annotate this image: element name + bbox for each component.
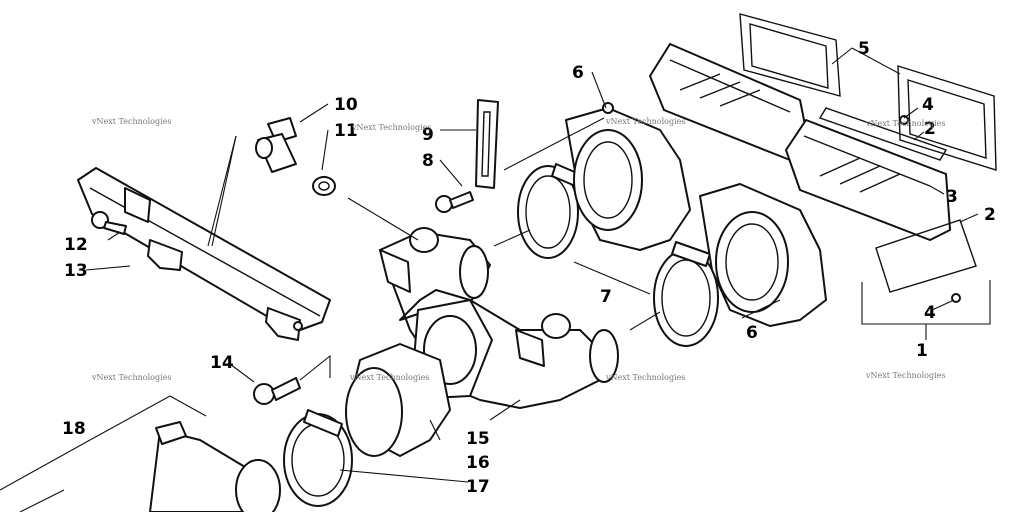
leader-lines	[0, 47, 991, 512]
callout-9: 9	[422, 125, 434, 145]
callout-18: 18	[62, 419, 86, 439]
clamp-7-lower	[653, 241, 719, 347]
callout-14: 14	[210, 353, 234, 373]
callout-17: 17	[466, 477, 490, 497]
callout-labels: 1 2 2 3 4 4 5 6 6 7 8 9 10 11 12 13 14 1…	[62, 39, 996, 497]
watermark-text: vNext Technologies	[605, 117, 685, 126]
callout-6: 6	[572, 63, 584, 83]
watermark-text: vNext Technologies	[351, 123, 431, 132]
watermark-text: vNext Technologies	[865, 371, 945, 380]
gasket-5	[739, 13, 997, 171]
watermark-text: vNext Technologies	[605, 373, 685, 382]
fuel-rail	[77, 167, 331, 341]
reed-petal-2	[818, 107, 977, 293]
callout-8: 8	[422, 151, 434, 171]
callout-3: 3	[946, 187, 958, 207]
boot-6-upper	[565, 102, 691, 251]
callout-5: 5	[858, 39, 870, 59]
boot-16	[345, 343, 451, 457]
watermark-text: vNext Technologies	[91, 373, 171, 382]
callout-10: 10	[334, 95, 358, 115]
reed-valve-upper	[649, 43, 811, 161]
bolt-8	[435, 191, 474, 213]
watermark-text: vNext Technologies	[865, 119, 945, 128]
boot-6-lower	[699, 183, 827, 327]
clamp-17	[283, 409, 353, 507]
o-ring-11	[312, 176, 336, 196]
callout-2: 2	[924, 119, 936, 139]
fuel-injector	[255, 117, 297, 173]
callout-4: 4	[924, 303, 936, 323]
bracket-9	[475, 99, 499, 189]
bolt-14	[253, 377, 301, 405]
watermark-text: vNext Technologies	[349, 373, 429, 382]
callout-12: 12	[64, 235, 88, 255]
bolt-12	[91, 211, 127, 235]
callout-15: 15	[466, 429, 490, 449]
callout-13: 13	[64, 261, 88, 281]
reed-valve-lower	[785, 119, 951, 241]
throttle-body-18	[149, 421, 281, 512]
callout-4: 4	[922, 95, 934, 115]
callout-11: 11	[334, 121, 358, 141]
watermarks: vNext Technologies vNext Technologies vN…	[91, 117, 945, 382]
callout-1: 1	[916, 341, 928, 361]
callout-16: 16	[466, 453, 490, 473]
callout-7: 7	[600, 287, 612, 307]
callout-6: 6	[746, 323, 758, 343]
callout-2: 2	[984, 205, 996, 225]
watermark-text: vNext Technologies	[91, 117, 171, 126]
